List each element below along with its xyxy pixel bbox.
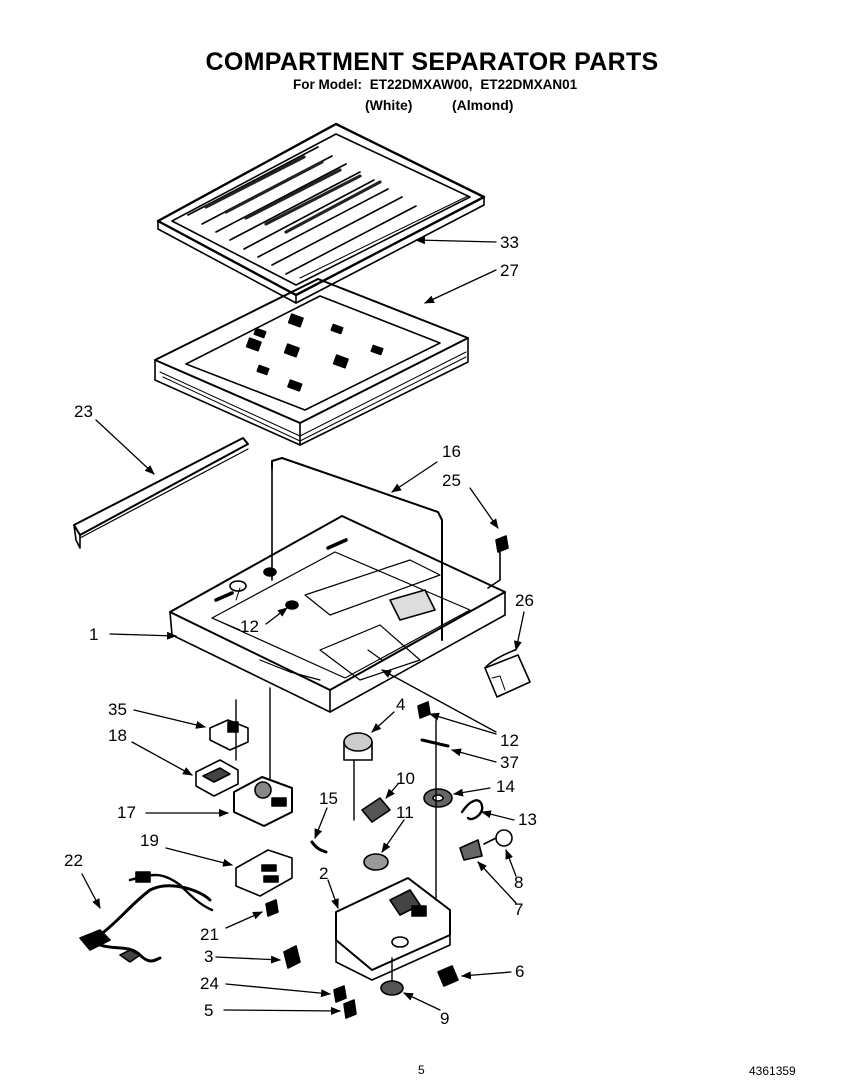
- gasket-strip-part-23: [73, 437, 249, 549]
- callout-11: 11: [396, 803, 414, 822]
- wire-part-15: [310, 840, 328, 854]
- callout-12-lower: 12: [500, 731, 519, 750]
- callout-18: 18: [108, 726, 127, 745]
- grommet-part-18: [195, 759, 239, 797]
- callout-14: 14: [496, 777, 515, 796]
- clip-part-35: [209, 719, 249, 751]
- separator-pan-part-1: [169, 515, 506, 713]
- callout-2: 2: [319, 864, 329, 883]
- knob-part-11: [363, 853, 389, 871]
- callout-19: 19: [140, 831, 159, 850]
- callout-24: 24: [200, 974, 219, 993]
- callout-16: 16: [442, 442, 461, 461]
- callout-9: 9: [440, 1009, 450, 1028]
- callout-15: 15: [319, 789, 338, 808]
- callout-37: 37: [500, 753, 519, 772]
- callout-21: 21: [200, 925, 219, 944]
- callout-1: 1: [89, 625, 99, 644]
- callout-26: 26: [515, 591, 534, 610]
- callout-25: 25: [442, 471, 461, 490]
- link-part-13: [460, 799, 484, 821]
- bulb-socket-part-4: [343, 732, 373, 821]
- callout-5: 5: [204, 1001, 214, 1020]
- callout-6: 6: [515, 962, 525, 981]
- foot-part-9: [380, 957, 404, 996]
- model-number-almond: ET22DMXAN01: [480, 77, 578, 92]
- model-number-white: ET22DMXAW00,: [369, 77, 473, 92]
- cam-part-26: [484, 649, 531, 698]
- callout-23: 23: [74, 402, 93, 421]
- terminal-part-8: [483, 829, 513, 847]
- document-number: 4361359: [749, 1064, 796, 1078]
- callout-35: 35: [108, 700, 127, 719]
- control-bracket-part-2: [335, 877, 451, 981]
- model-prefix: For Model:: [293, 77, 362, 92]
- callout-4: 4: [396, 695, 406, 714]
- callout-22: 22: [64, 851, 83, 870]
- finish-white: (White): [365, 97, 413, 113]
- callout-7: 7: [514, 900, 524, 919]
- callout-27: 27: [500, 261, 519, 280]
- screw-part-21: [265, 899, 279, 917]
- callout-8: 8: [514, 873, 524, 892]
- finish-almond: (Almond): [452, 97, 514, 113]
- callout-10: 10: [396, 769, 415, 788]
- shim-part-37: [420, 738, 450, 748]
- cover-part-7: [459, 839, 483, 861]
- cap-part-6: [437, 965, 459, 987]
- clip-part-3: [283, 945, 301, 969]
- callout-3: 3: [204, 947, 214, 966]
- callout-13: 13: [518, 810, 537, 829]
- model-line: For Model: ET22DMXAW00, ET22DMXAN01: [293, 77, 581, 92]
- control-housing-part-17: [233, 687, 293, 827]
- screw-part-25: [495, 535, 509, 553]
- thermostat-part-10: [361, 797, 391, 823]
- damper-gear-part-14: [423, 719, 453, 901]
- screw-part-12: [417, 701, 431, 719]
- page-number: 5: [418, 1063, 425, 1077]
- page-title: COMPARTMENT SEPARATOR PARTS: [205, 48, 659, 76]
- leader-lines: [81, 236, 525, 1015]
- screw-part-24: [333, 985, 347, 1003]
- callout-17: 17: [117, 803, 136, 822]
- callout-33: 33: [500, 233, 519, 252]
- callout-12-upper: 12: [240, 617, 259, 636]
- separator-frame-part-27: [154, 278, 469, 446]
- screw-part-5: [343, 999, 357, 1019]
- top-grille-part-33: [156, 122, 486, 304]
- bracket-part-19: [235, 849, 293, 897]
- wire-harness-part-22: [79, 871, 214, 963]
